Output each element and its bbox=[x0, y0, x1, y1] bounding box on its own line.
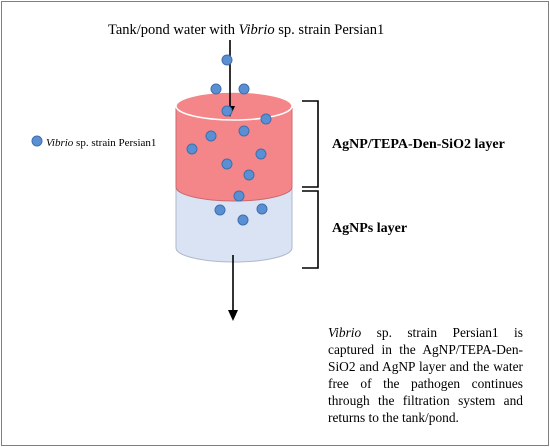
vibrio-particle bbox=[233, 190, 245, 202]
vibrio-particle bbox=[238, 83, 250, 95]
description-line: free of the pathogen continues bbox=[328, 376, 523, 391]
legend-particle-icon bbox=[31, 135, 43, 147]
vibrio-particle bbox=[237, 214, 249, 226]
vibrio-particle bbox=[221, 105, 233, 117]
vibrio-particle bbox=[260, 113, 272, 125]
vibrio-particle bbox=[221, 158, 233, 170]
description-line: returns to the tank/pond. bbox=[328, 410, 459, 425]
vibrio-particle bbox=[214, 204, 226, 216]
description-line: through the filtration system and bbox=[328, 393, 523, 408]
vibrio-particle bbox=[205, 130, 217, 142]
inflow-label: Tank/pond water with Vibrio sp. strain P… bbox=[108, 22, 385, 38]
outcome-description: Vibrio sp. strain Persian1 is captured i… bbox=[328, 324, 523, 426]
vibrio-particle bbox=[243, 169, 255, 181]
description-line: captured in the AgNP/TEPA-Den- bbox=[328, 342, 523, 357]
vibrio-particle bbox=[255, 148, 267, 160]
description-line: SiO2 and AgNP layer and the water bbox=[328, 359, 523, 374]
vibrio-particles bbox=[31, 54, 272, 226]
legend-label: Vibrio sp. strain Persian1 bbox=[46, 137, 157, 149]
description-line: Vibrio sp. strain Persian1 is bbox=[328, 325, 523, 340]
vibrio-particle bbox=[221, 54, 233, 66]
outflow-arrow bbox=[228, 255, 238, 321]
top-layer-label: AgNP/TEPA-Den-SiO2 layer bbox=[332, 137, 505, 152]
bottom-layer-bracket bbox=[302, 190, 319, 269]
top-layer-bracket bbox=[302, 100, 319, 188]
vibrio-particle bbox=[210, 83, 222, 95]
vibrio-particle bbox=[256, 203, 268, 215]
bottom-layer-label: AgNPs layer bbox=[332, 221, 408, 236]
vibrio-particle bbox=[186, 143, 198, 155]
vibrio-particle bbox=[238, 125, 250, 137]
